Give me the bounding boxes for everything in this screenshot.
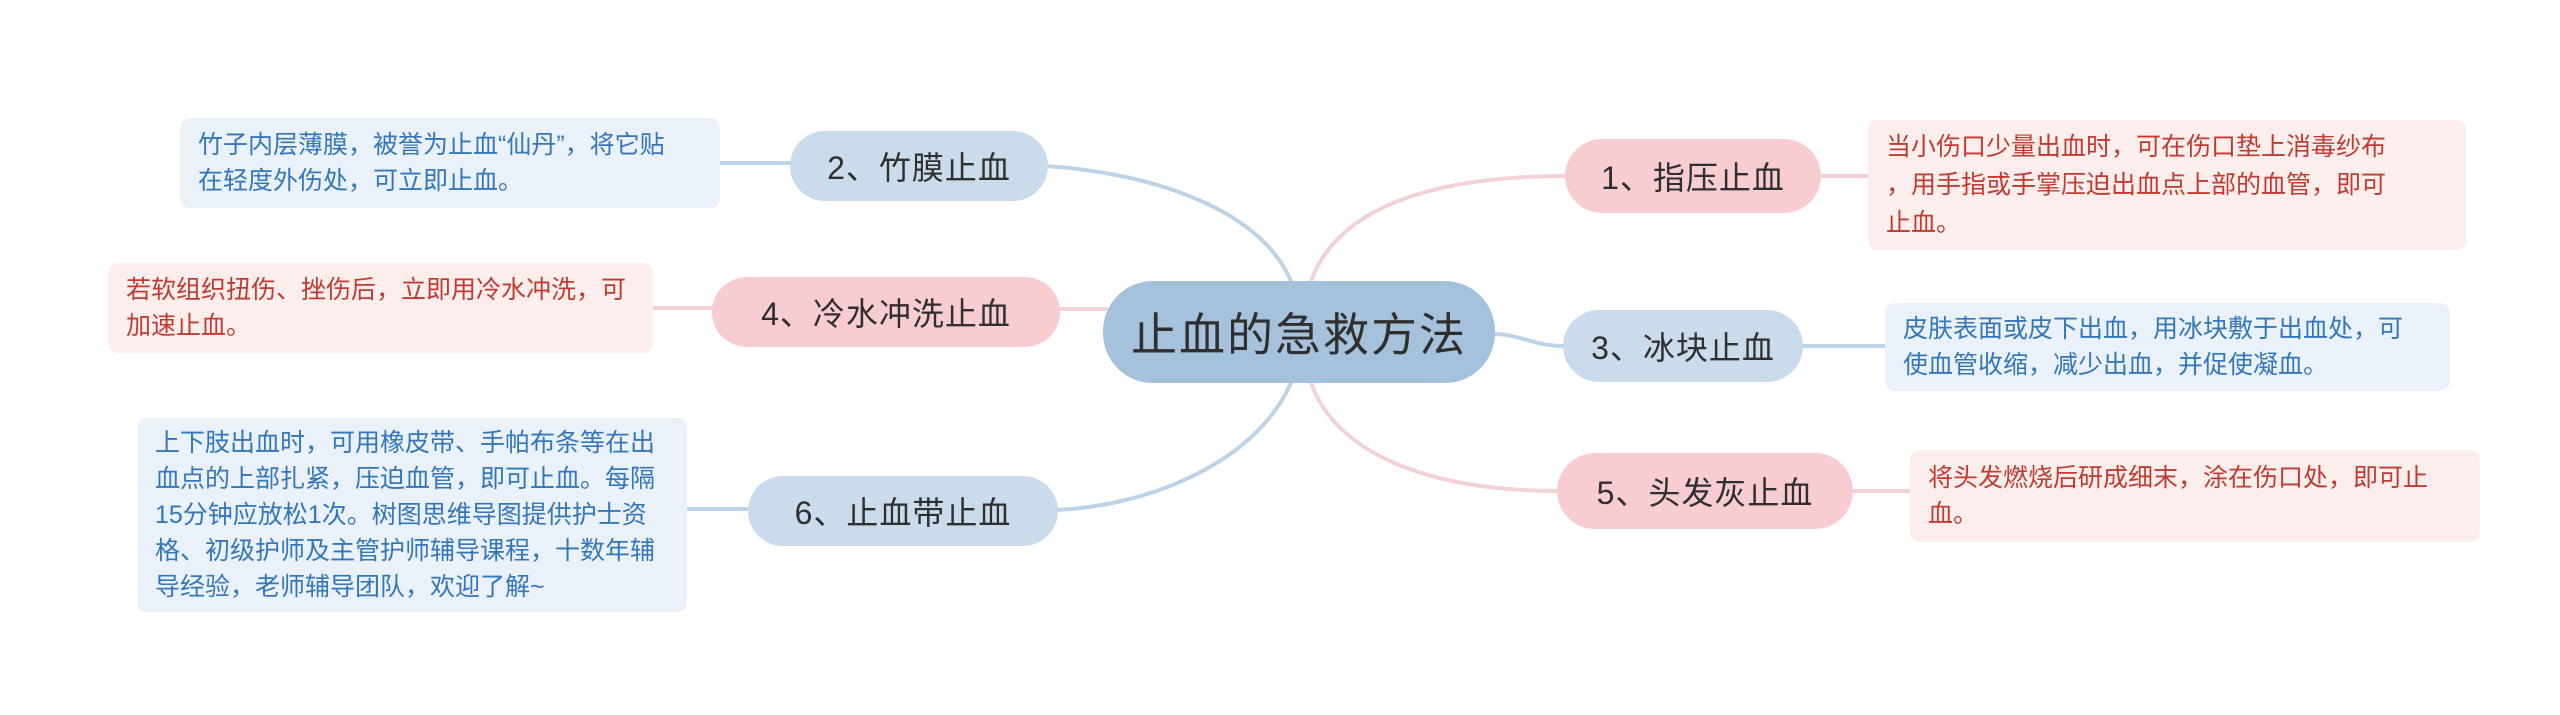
- branch-node-6-zhixuedai[interactable]: 6、止血带止血: [748, 476, 1058, 546]
- connector-node6-to-center: [1054, 381, 1293, 512]
- connector-center-to-node1: [1309, 174, 1569, 283]
- branch-node-3-bingkuai[interactable]: 3、冰块止血: [1563, 310, 1803, 382]
- note-branch-2: 竹子内层薄膜，被誉为止血“仙丹”，将它贴 在轻度外伤处，可立即止血。: [180, 118, 720, 208]
- branch-node-4-lengshui[interactable]: 4、冷水冲洗止血: [712, 277, 1060, 347]
- branch-node-5-toufahui[interactable]: 5、头发灰止血: [1557, 453, 1853, 529]
- note-branch-4: 若软组织扭伤、挫伤后，立即用冷水冲洗，可 加速止血。: [108, 263, 653, 353]
- branch-node-1-zhiya[interactable]: 1、指压止血: [1565, 139, 1821, 213]
- central-topic-node[interactable]: 止血的急救方法: [1103, 281, 1495, 383]
- connector-center-to-node3: [1492, 332, 1567, 348]
- note-branch-6: 上下肢出血时，可用橡皮带、手帕布条等在出 血点的上部扎紧，压迫血管，即可止血。每…: [137, 418, 687, 612]
- note-branch-5: 将头发燃烧后研成细末，涂在伤口处，即可止 血。: [1910, 450, 2480, 542]
- note-branch-3: 皮肤表面或皮下出血，用冰块敷于出血处，可 使血管收缩，减少出血，并促使凝血。: [1885, 303, 2450, 391]
- branch-node-2-zhumo[interactable]: 2、竹膜止血: [790, 131, 1048, 201]
- note-branch-1: 当小伤口少量出血时，可在伤口垫上消毒纱布 ，用手指或手掌压迫出血点上部的血管，即…: [1868, 120, 2466, 250]
- connector-center-to-node5: [1309, 381, 1561, 493]
- connector-node2-to-center: [1044, 164, 1293, 283]
